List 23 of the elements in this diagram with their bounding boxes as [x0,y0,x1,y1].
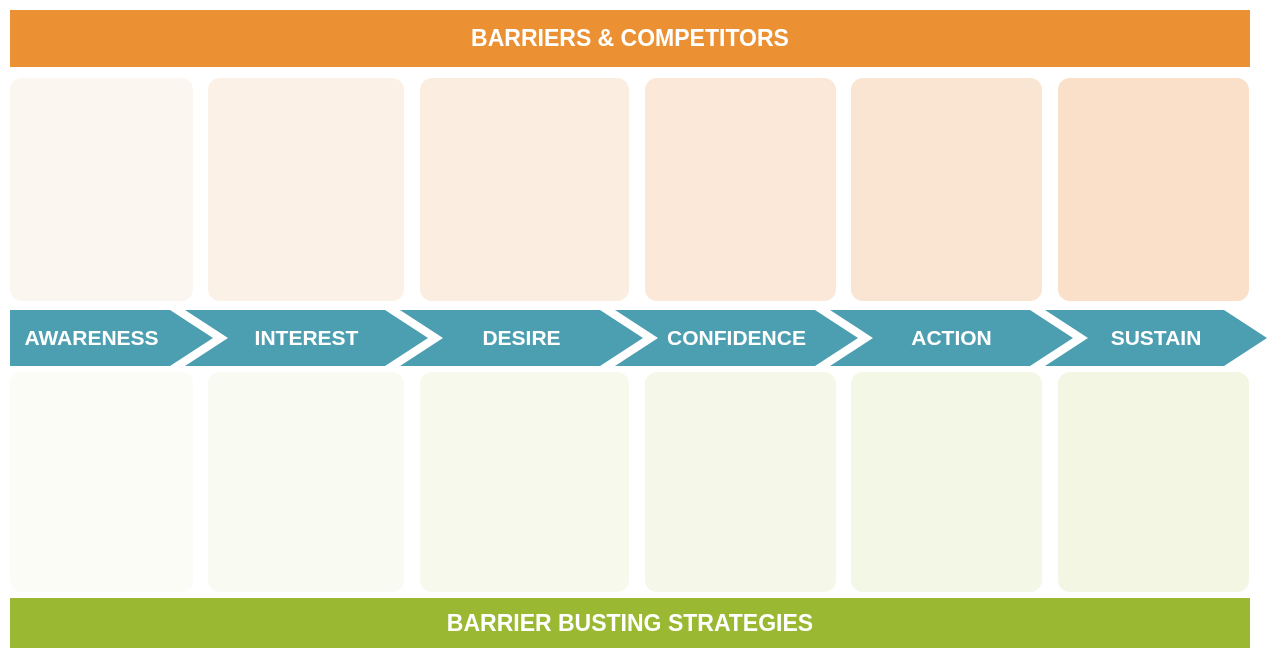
stage-label: CONFIDENCE [667,326,806,350]
stage-label: DESIRE [482,326,561,350]
banner-title: BARRIERS & COMPETITORS [471,25,789,52]
process-step [830,310,1073,366]
stage-label: AWARENESS [24,326,159,350]
empty-card [851,78,1042,301]
process-step [1045,310,1267,366]
empty-card [1058,78,1249,301]
empty-card [645,78,836,301]
section-banner [10,598,1250,648]
empty-card [420,78,629,301]
section-banner [10,10,1250,67]
empty-card [851,372,1042,592]
stage-label: ACTION [911,326,992,350]
empty-card [1058,372,1249,592]
stage-label: INTEREST [254,326,359,350]
process-step [185,310,428,366]
process-step [615,310,858,366]
stage-label: SUSTAIN [1110,326,1202,350]
banner-title: BARRIER BUSTING STRATEGIES [446,609,814,637]
process-step [400,310,643,366]
process-step [10,310,213,366]
empty-card [208,78,404,301]
